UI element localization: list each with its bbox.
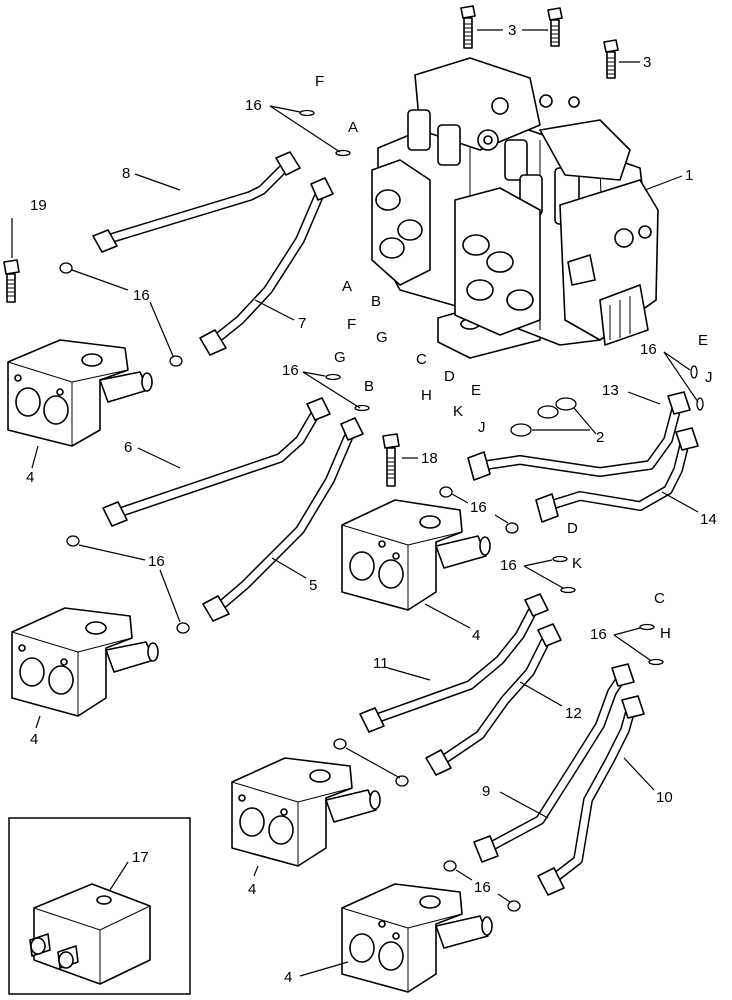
callout-4: 4 (248, 881, 256, 898)
valve-section-4 (7, 339, 153, 447)
valve-section-4 (341, 499, 491, 611)
callout-4: 4 (284, 969, 292, 986)
port-letter-d: D (567, 520, 578, 537)
port-letter-e: E (471, 382, 481, 399)
callout-4: 4 (472, 627, 480, 644)
tube-10 (537, 695, 645, 896)
tube-13 (467, 391, 691, 481)
port-letter-a: A (348, 119, 358, 136)
callout-11: 11 (373, 655, 389, 672)
port-letter-f: F (315, 73, 324, 90)
tube-9 (473, 663, 635, 863)
port-letter-c: C (416, 351, 427, 368)
valve-section-4 (341, 883, 493, 993)
callout-13: 13 (602, 382, 619, 399)
bolt-3-middle (547, 7, 563, 47)
callout-16: 16 (133, 287, 150, 304)
callout-9: 9 (482, 783, 490, 800)
callout-16: 16 (590, 626, 607, 643)
control-valve-assembly (371, 57, 659, 359)
port-letter-h: H (660, 625, 671, 642)
port-letter-c: C (654, 590, 665, 607)
callout-5: 5 (309, 577, 317, 594)
port-letter-a: A (342, 278, 352, 295)
callout-16: 16 (148, 553, 165, 570)
callout-16: 16 (470, 499, 487, 516)
callout-16: 16 (640, 341, 657, 358)
tube-8 (92, 151, 301, 253)
tube-14 (535, 427, 699, 523)
callout-7: 7 (298, 315, 306, 332)
port-letter-b: B (364, 378, 374, 395)
callout-4: 4 (26, 469, 34, 486)
valve-section-4 (231, 757, 381, 867)
callout-8: 8 (122, 165, 130, 182)
port-letter-f: F (347, 316, 356, 333)
bolt-3-right (603, 39, 619, 79)
callout-16: 16 (245, 97, 262, 114)
bolt-3-left (460, 5, 476, 49)
port-letter-g: G (376, 329, 388, 346)
port-letter-k: K (572, 555, 582, 572)
callout-14: 14 (700, 511, 717, 528)
port-letter-g: G (334, 349, 346, 366)
tube-5 (202, 417, 364, 622)
part-17-block (29, 883, 151, 985)
callout-3: 3 (643, 54, 651, 71)
callout-16: 16 (282, 362, 299, 379)
callout-19: 19 (30, 197, 47, 214)
bolt-19 (3, 259, 20, 303)
port-letter-k: K (453, 403, 463, 420)
port-letter-j: J (478, 419, 486, 436)
bolt-18 (382, 433, 400, 487)
port-letter-j: J (705, 369, 713, 386)
callout-3: 3 (508, 22, 516, 39)
port-letter-h: H (421, 387, 432, 404)
callout-16: 16 (474, 879, 491, 896)
tube-11 (359, 593, 549, 733)
valve-section-4 (11, 607, 159, 717)
tube-12 (425, 623, 562, 776)
callout-16: 16 (500, 557, 517, 574)
callout-12: 12 (565, 705, 582, 722)
tube-7 (199, 177, 334, 356)
callout-17: 17 (132, 849, 149, 866)
port-letter-e: E (698, 332, 708, 349)
port-letter-d: D (444, 368, 455, 385)
port-letter-b: B (371, 293, 381, 310)
callout-18: 18 (421, 450, 438, 467)
callout-6: 6 (124, 439, 132, 456)
callout-2: 2 (596, 429, 604, 446)
tube-6 (102, 397, 331, 527)
callout-4: 4 (30, 731, 38, 748)
callout-1: 1 (685, 167, 693, 184)
callout-10: 10 (656, 789, 673, 806)
